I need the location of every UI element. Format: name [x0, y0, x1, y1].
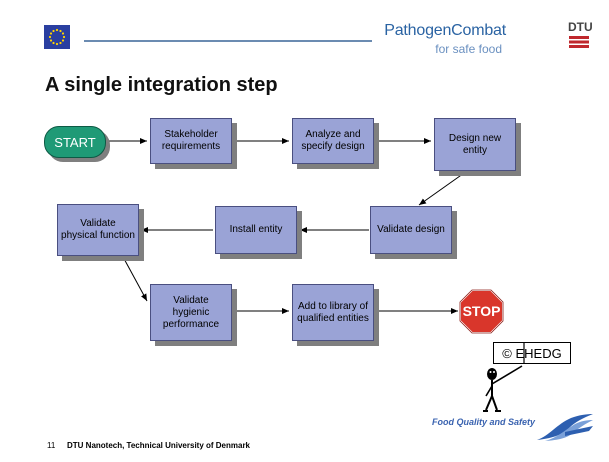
stop-sign-icon: STOP — [459, 289, 504, 334]
ehedg-sign: © EHEDG — [493, 342, 571, 364]
eu-flag-icon — [44, 25, 70, 49]
brand-tagline: for safe food — [435, 42, 502, 56]
footer-tagline: Food Quality and Safety — [432, 417, 536, 427]
node-add-to-library: Add to library of qualified entities — [292, 284, 374, 341]
dtu-logo: DTU — [568, 20, 593, 48]
dtu-label: DTU — [568, 20, 593, 34]
dtu-bars-icon — [569, 36, 589, 48]
arrow-physical-to-hygienic — [121, 254, 148, 302]
node-analyze-specify-design: Analyze and specify design — [292, 118, 374, 164]
start-node: START — [44, 126, 106, 158]
node-stakeholder-requirements: Stakeholder requirements — [150, 118, 232, 164]
node-validate-physical-function: Validate physical function — [57, 204, 139, 256]
node-validate-hygienic-performance: Validate hygienic performance — [150, 284, 232, 341]
header-rule-left — [84, 40, 372, 42]
swoosh-logo-icon — [537, 414, 593, 441]
node-design-new-entity: Design new entity — [434, 118, 516, 171]
node-install-entity: Install entity — [215, 206, 297, 254]
stop-label: STOP — [463, 303, 501, 319]
arrow-design-to-validate-design — [418, 170, 468, 206]
brand-name: PathogenCombat — [384, 22, 506, 39]
slide-title: A single integration step — [45, 74, 278, 96]
stick-figure-icon — [483, 342, 525, 412]
node-validate-design: Validate design — [370, 206, 452, 254]
page-number: 11 — [47, 441, 56, 450]
footer-institution: DTU Nanotech, Technical University of De… — [67, 441, 251, 450]
